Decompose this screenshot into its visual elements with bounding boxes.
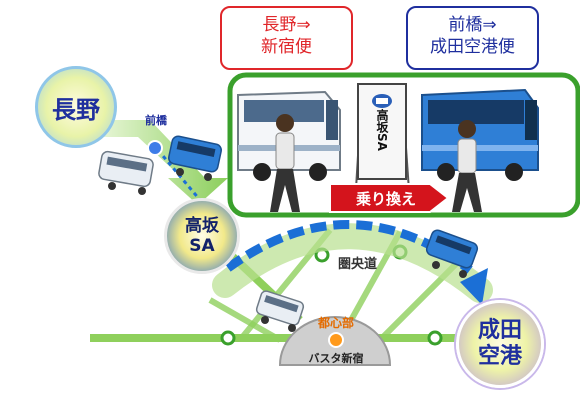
transfer-banner — [329, 183, 450, 213]
narita-label-line2: 空港 — [477, 344, 522, 369]
junction-dot — [220, 330, 236, 346]
narita-label-line1: 成田 — [477, 318, 522, 343]
maebashi-node — [147, 140, 163, 156]
route-label-line2: 成田空港便 — [430, 37, 515, 57]
blue-bus-illustration — [421, 88, 539, 181]
narita-airport-node: 成田 空港 — [456, 300, 544, 388]
nagano-to-takasaka-arrow — [95, 120, 228, 205]
bus-icon — [255, 290, 305, 332]
passenger-figure — [270, 114, 300, 212]
transfer-label: 乗り換え — [356, 190, 416, 208]
bus-icon — [168, 135, 222, 181]
nagano-node: 長野 — [35, 66, 117, 148]
busta-shinjuku-label: バスタ新宿 — [309, 351, 364, 365]
route-label-line1: 長野⇒ — [262, 15, 311, 35]
ken-o-do-arrowhead — [460, 268, 488, 305]
passenger-figure — [452, 120, 482, 212]
maebashi-label: 前橋 — [145, 113, 168, 127]
route-label-line1: 前橋⇒ — [448, 15, 497, 35]
busta-location-dot — [328, 332, 344, 348]
sign-text: 高坂SA — [375, 108, 389, 152]
ken-o-do-label: 圏央道 — [338, 256, 377, 272]
nagano-label: 長野 — [52, 95, 100, 124]
green-route-left — [208, 297, 282, 343]
maebashi-narita-route-label: 前橋⇒ 成田空港便 — [406, 6, 539, 70]
route-label-line2: 新宿便 — [261, 37, 312, 57]
ken-o-do-arc-bg — [212, 223, 493, 303]
takasaka-label-line2: SA — [189, 236, 215, 256]
junction-dot — [427, 330, 443, 346]
takasaka-sa-node: 高坂 SA — [164, 198, 240, 274]
bus-icon — [425, 229, 479, 278]
ken-o-do-arc-dashes — [225, 220, 473, 274]
bus-icon — [98, 150, 154, 195]
toshinbu-label: 都心部 — [317, 315, 354, 330]
nagano-shinjuku-route-label: 長野⇒ 新宿便 — [220, 6, 353, 70]
takasaka-label-line1: 高坂 — [185, 216, 219, 236]
sa-sign — [354, 83, 411, 206]
